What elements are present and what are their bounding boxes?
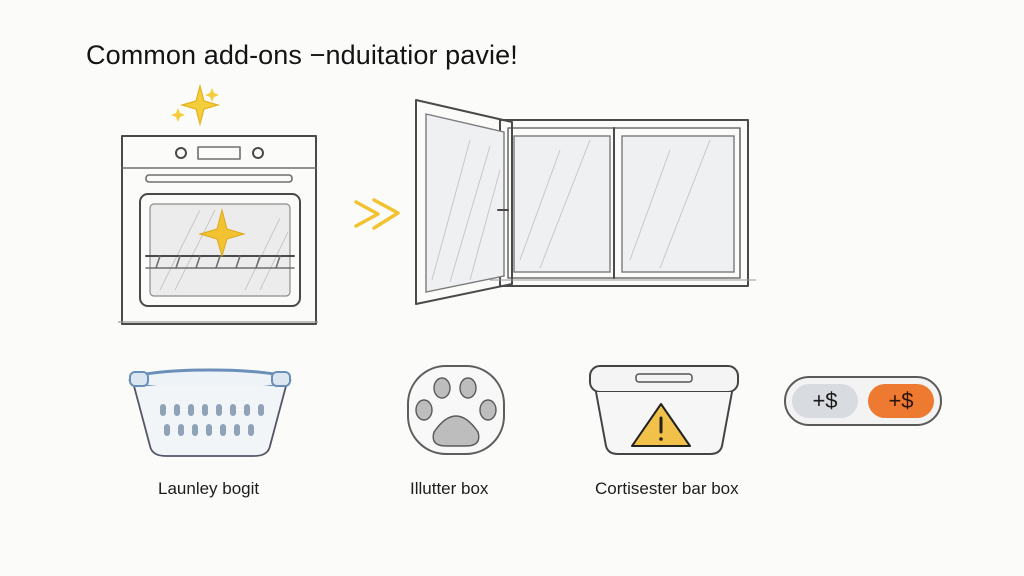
paw-caption: Illutter box: [410, 479, 489, 498]
laundry-basket-caption: Launley bogit: [158, 479, 260, 498]
sparkle-icon: [171, 83, 221, 127]
toggle-option-right[interactable]: +$: [868, 384, 934, 418]
price-toggle[interactable]: +$ +$: [784, 376, 942, 426]
page-title: Common add-ons −nduitatior pavie!: [86, 40, 518, 70]
container-caption: Cortisester bar box: [595, 479, 739, 498]
toggle-option-left[interactable]: +$: [792, 384, 858, 418]
